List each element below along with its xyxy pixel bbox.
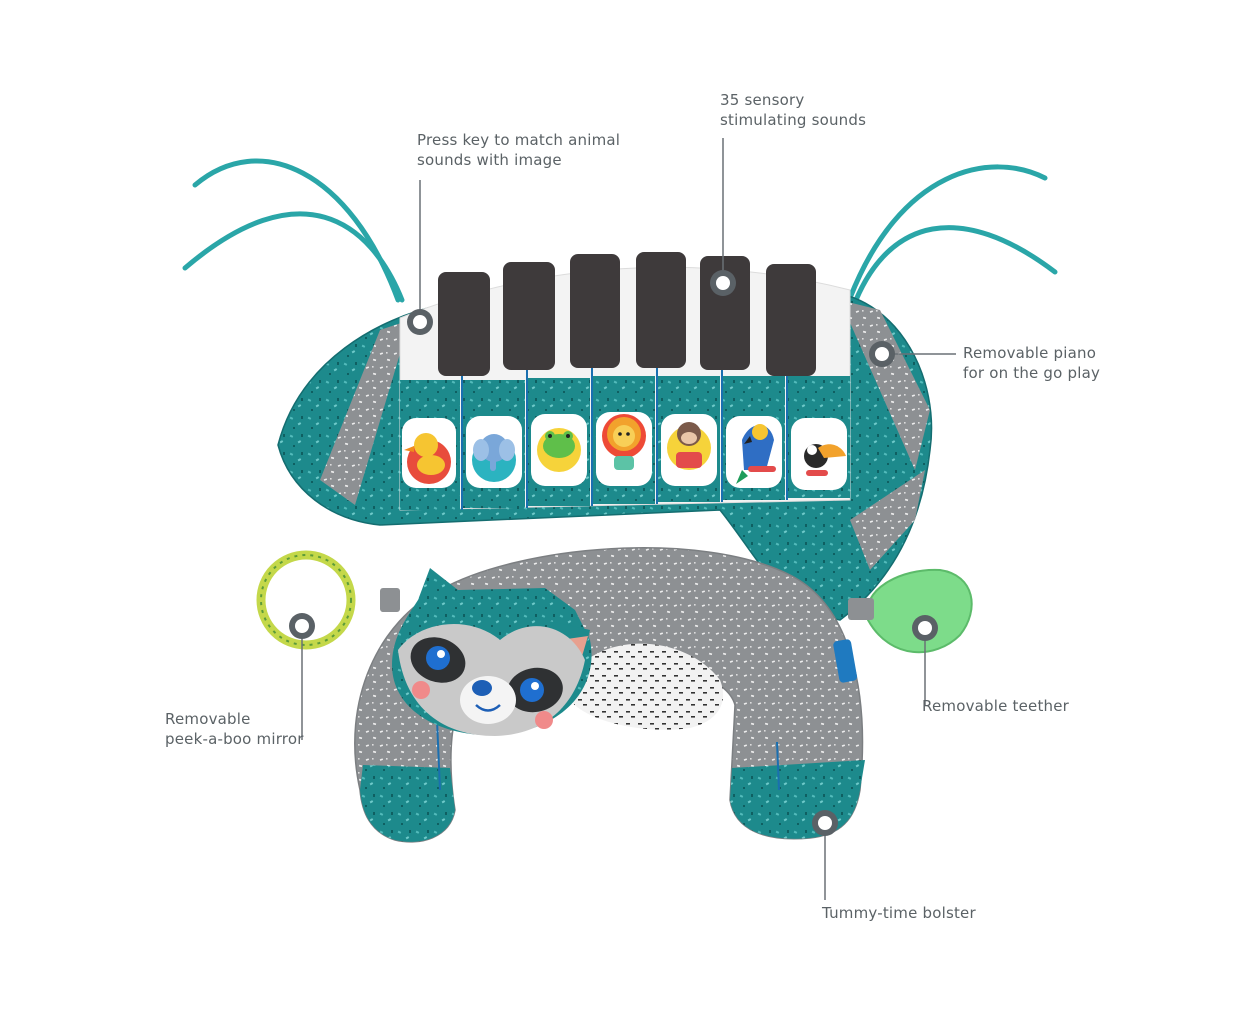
callout-mirror-line1: Removable (165, 710, 251, 728)
raccoon-face (392, 568, 592, 736)
marker-press-key (407, 309, 433, 335)
callout-press-key-line1: Press key to match animal (417, 131, 621, 149)
callout-sensory-line2: stimulating sounds (720, 111, 867, 129)
callout-teether: Removable teether (922, 696, 1069, 716)
callout-piano-line2: for on the go play (963, 364, 1101, 382)
left-ribbon (182, 158, 405, 303)
duck-icon (402, 418, 456, 488)
marker-sensory (710, 270, 736, 296)
monkey-icon (661, 414, 717, 486)
callout-bolster-line1: Tummy-time bolster (822, 904, 976, 922)
marker-mirror (289, 613, 315, 639)
callout-mirror-line2: peek-a-boo mirror (165, 730, 304, 748)
right-ribbon (847, 164, 1058, 303)
leaf-teether (848, 568, 973, 654)
toucan-icon (791, 418, 847, 490)
callout-bolster: Tummy-time bolster (822, 903, 976, 923)
marker-bolster (812, 810, 838, 836)
callout-mirror: Removable peek-a-boo mirror (165, 709, 304, 749)
callout-sensory: 35 sensory stimulating sounds (720, 90, 866, 130)
peek-a-boo-mirror (256, 550, 400, 650)
parrot-icon (726, 416, 782, 488)
callout-removable-piano: Removable piano for on the go play (963, 343, 1100, 383)
marker-piano (869, 341, 895, 367)
lion-icon (596, 412, 652, 486)
animal-keys (402, 412, 847, 490)
callout-piano-line1: Removable piano (963, 344, 1097, 362)
callout-press-key-line2: sounds with image (417, 151, 562, 169)
callout-teether-line1: Removable teether (922, 697, 1070, 715)
frog-icon (531, 414, 587, 486)
callout-markers (289, 270, 938, 836)
black-keys (438, 252, 816, 376)
marker-teether (912, 615, 938, 641)
callout-sensory-line1: 35 sensory (720, 91, 805, 109)
callout-press-key: Press key to match animal sounds with im… (417, 130, 620, 170)
elephant-icon (466, 416, 522, 488)
